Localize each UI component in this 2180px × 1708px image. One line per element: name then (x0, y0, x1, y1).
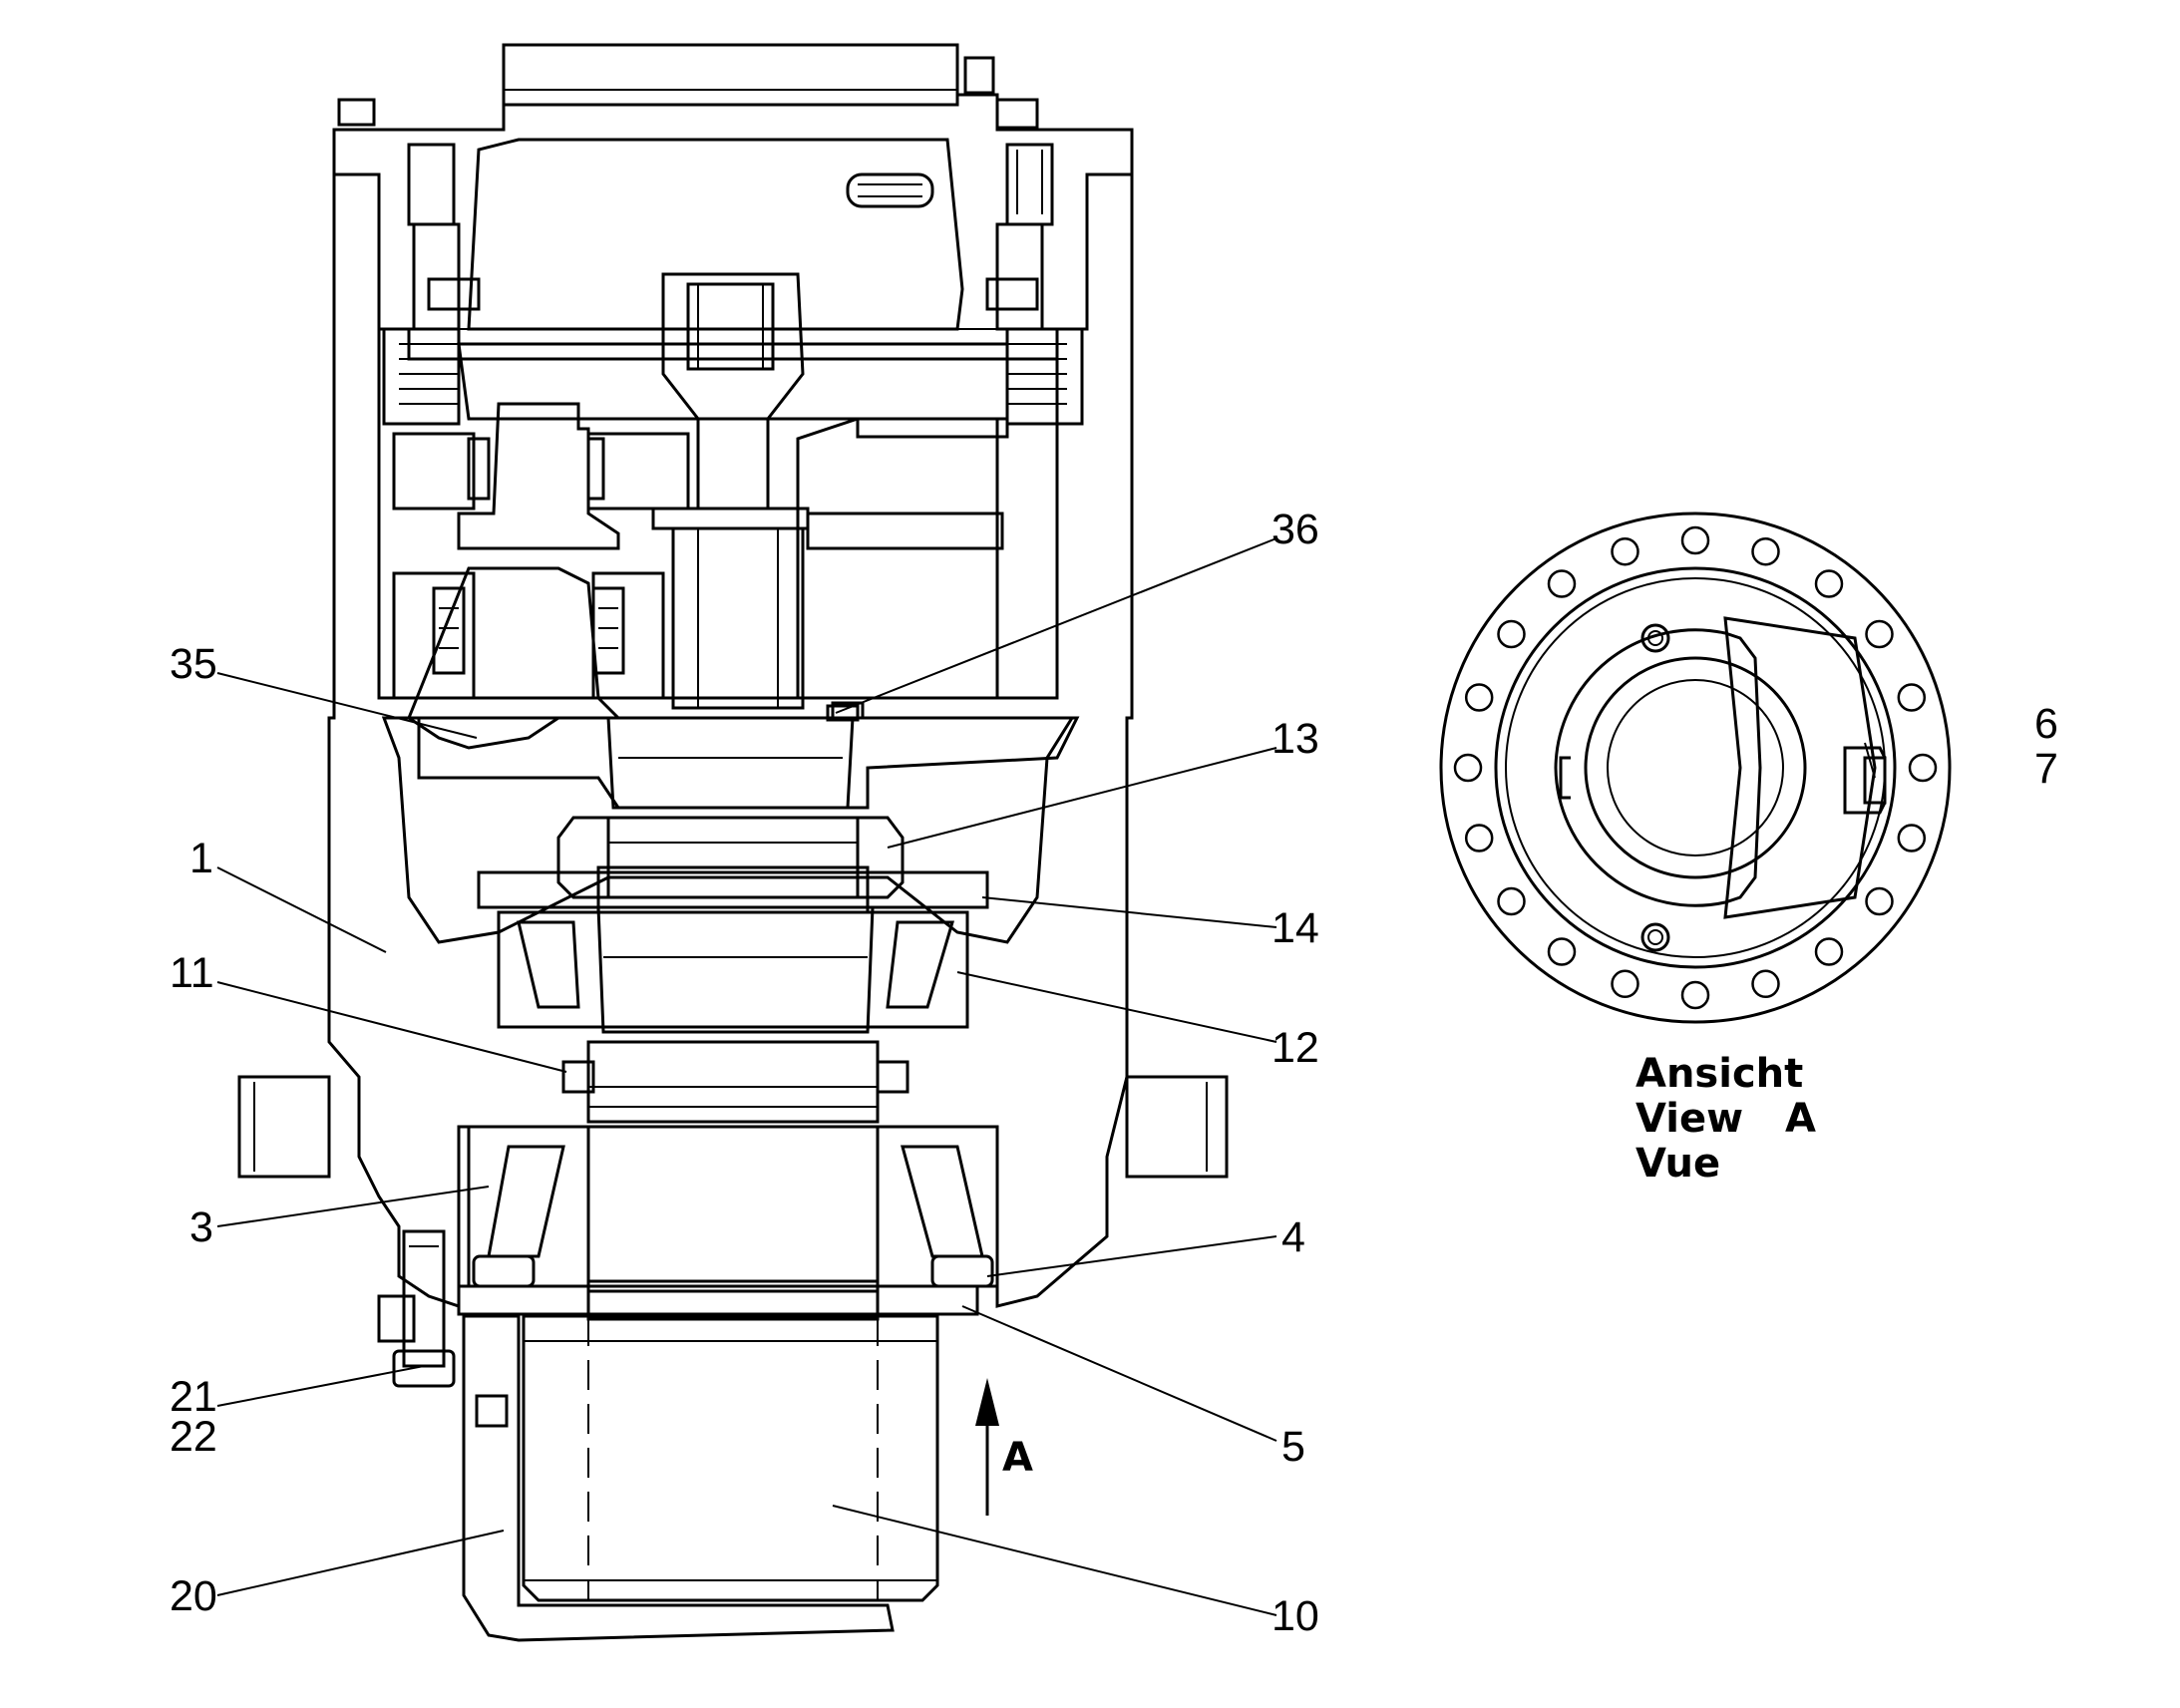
view-direction-arrow: A (975, 1378, 1033, 1516)
bearing-3 (467, 1125, 999, 1293)
callout-5: 5 (1281, 1423, 1305, 1471)
callout-14: 14 (1272, 904, 1319, 952)
bearing-12 (497, 905, 969, 1034)
view-caption-line2: View (1635, 1096, 1743, 1142)
planet-stage-1 (392, 402, 1009, 700)
retainer-5 (457, 1279, 979, 1321)
input-shaft (651, 272, 810, 710)
top-cover (332, 43, 1134, 361)
callout-12: 12 (1272, 1024, 1319, 1072)
bolt-hole (1865, 886, 1894, 916)
planet-stage-2 (392, 566, 665, 750)
callout-13: 13 (1272, 715, 1319, 763)
nut-13 (556, 816, 905, 899)
bolt-hole (1464, 824, 1494, 853)
bolt-hole (1908, 753, 1938, 783)
bolt-hole (1680, 525, 1710, 555)
section-view: A (237, 43, 1229, 1642)
end-view-a (1439, 512, 1952, 1024)
view-caption: Ansicht View A Vue (1635, 1051, 1816, 1187)
callout-1: 1 (189, 835, 213, 882)
bolt-hole (1497, 886, 1526, 916)
view-caption-line3: Vue (1635, 1141, 1720, 1187)
screw-21-22 (377, 1229, 456, 1388)
pinion-shaft-10 (522, 1314, 939, 1602)
callouts: 36 35 13 1 14 11 12 3 4 21 22 5 20 10 6 … (170, 506, 2058, 1640)
bolt-hole (1814, 569, 1844, 598)
callout-4: 4 (1281, 1213, 1305, 1261)
callout-10: 10 (1272, 1592, 1319, 1640)
callout-7: 7 (2034, 745, 2058, 793)
disk-brake (382, 327, 1084, 426)
bolt-hole (1464, 683, 1494, 712)
leader-lines (216, 537, 1876, 1616)
callout-21: 21 (170, 1373, 217, 1421)
callout-36: 36 (1272, 506, 1319, 553)
housing (237, 130, 1229, 1309)
bolt-hole (1897, 824, 1927, 853)
view-caption-line1: Ansicht (1635, 1051, 1803, 1097)
callout-22: 22 (170, 1413, 217, 1461)
callout-20: 20 (170, 1572, 217, 1620)
bolt-hole (1865, 619, 1894, 649)
callout-11: 11 (170, 949, 214, 997)
bolt-hole (1453, 753, 1483, 783)
bolt-hole (1497, 619, 1526, 649)
output-hub (417, 701, 1080, 810)
bolt-hole (1751, 969, 1780, 999)
bolt-hole (1611, 969, 1639, 999)
view-caption-letter: A (1785, 1096, 1816, 1142)
callout-3: 3 (189, 1203, 213, 1251)
callout-6: 6 (2034, 700, 2058, 748)
bolt-hole (1814, 937, 1844, 966)
bolt-hole (1897, 683, 1927, 712)
bolt-hole (1611, 536, 1639, 566)
seal-11 (561, 1040, 909, 1124)
direction-marker-label: A (1002, 1435, 1033, 1481)
shield-20 (462, 1314, 895, 1642)
bolt-hole (1680, 980, 1710, 1010)
bolt-hole (1547, 937, 1577, 966)
callout-35: 35 (170, 640, 217, 688)
bolt-hole (1751, 536, 1780, 566)
bolt-hole (1547, 569, 1577, 598)
bolt-hole-circle (1453, 525, 1938, 1010)
ring-36 (826, 704, 860, 722)
